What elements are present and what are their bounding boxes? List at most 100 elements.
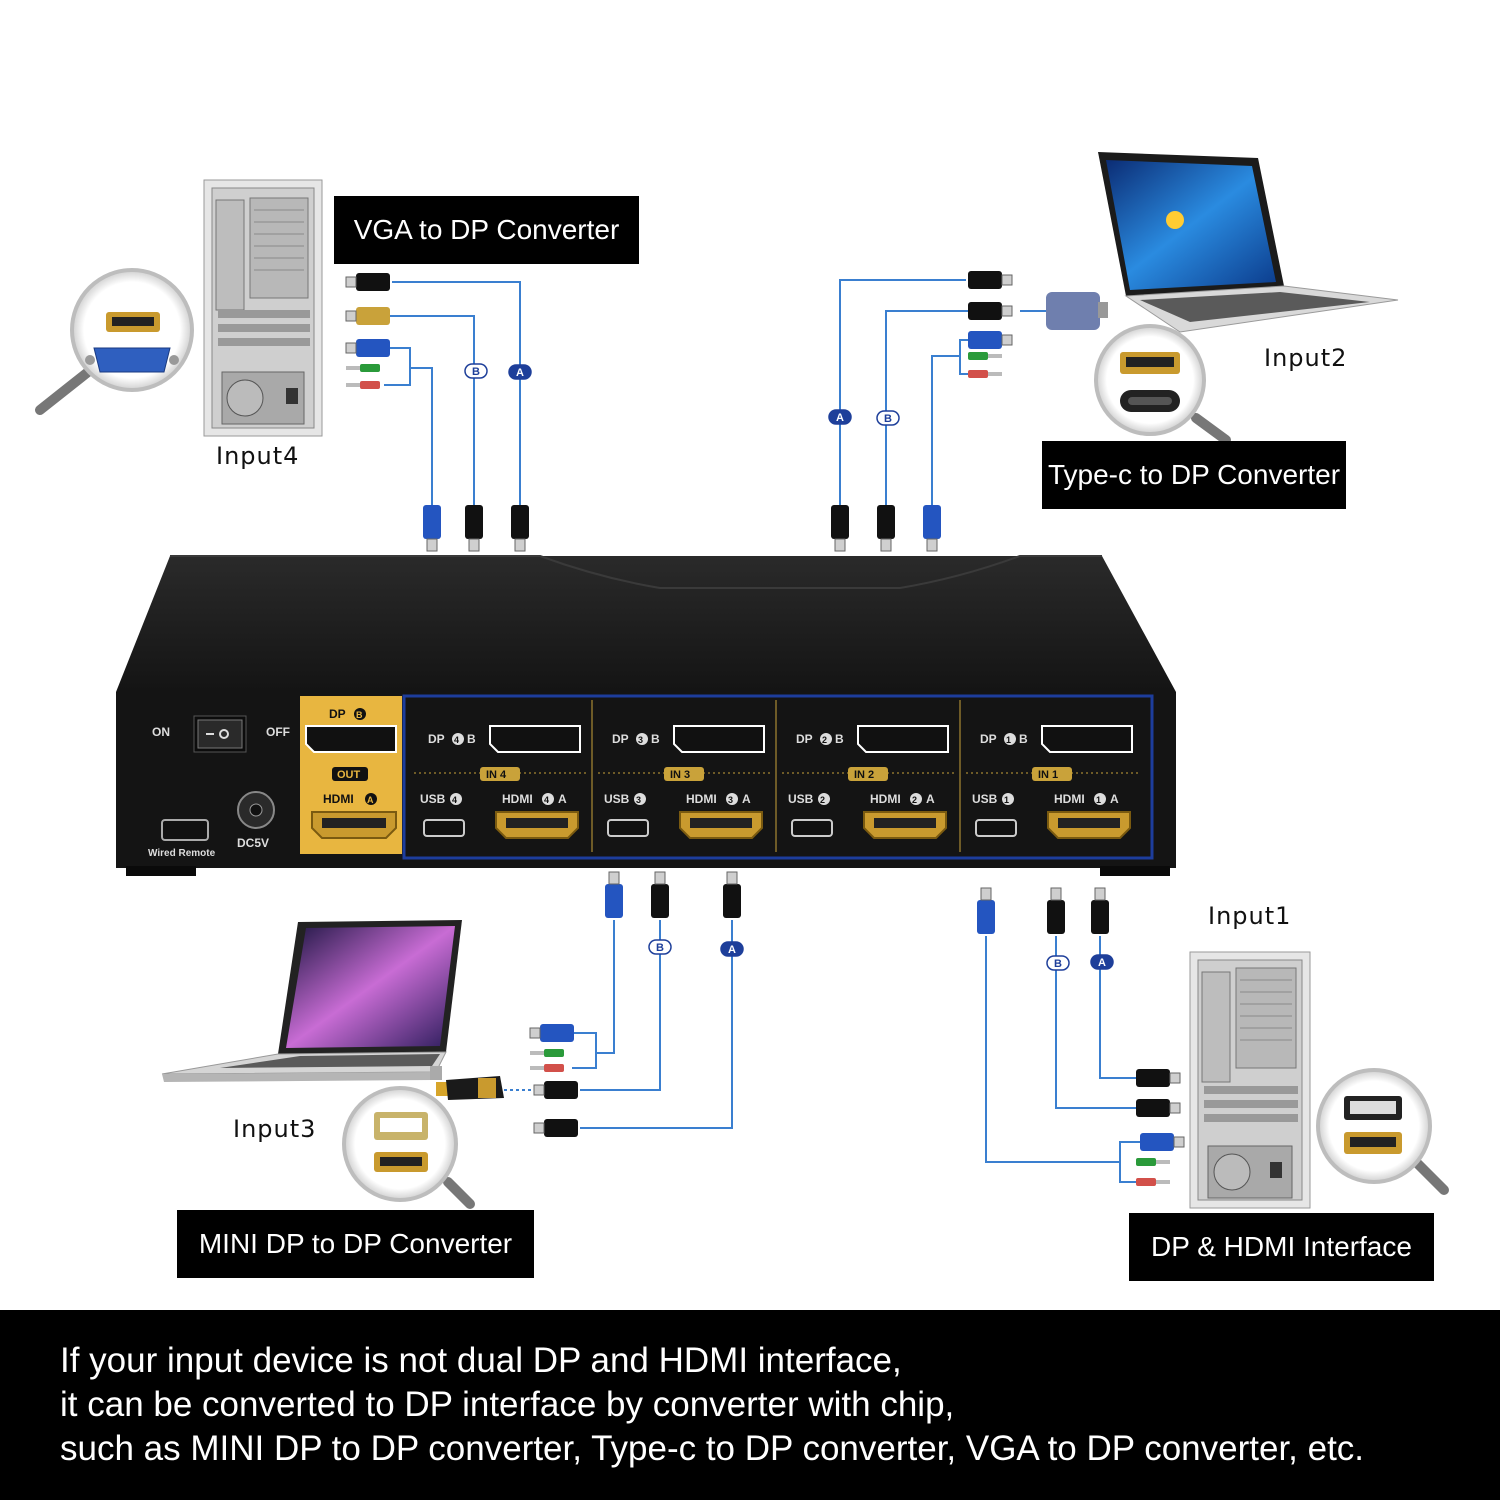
hdmi-src-input4 <box>345 273 390 291</box>
svg-text:B: B <box>884 413 892 425</box>
audio-green-input2 <box>968 352 1002 360</box>
dp-port-1 <box>1041 725 1133 753</box>
hdmi-src-input2 <box>968 271 1013 289</box>
svg-text:IN 1: IN 1 <box>1038 769 1058 781</box>
footer-line-2: it can be converted to DP interface by c… <box>60 1385 955 1424</box>
svg-text:A: A <box>558 792 567 806</box>
input1-label: Input1 <box>1208 902 1292 930</box>
audio-green-input1 <box>1136 1158 1170 1166</box>
tag-b-input3: B <box>648 939 672 955</box>
native-interface-label: DP & HDMI Interface <box>1129 1213 1434 1281</box>
tag-a-input4: A <box>508 364 532 380</box>
magnifier-input2 <box>1094 324 1231 445</box>
cable-tags: A B A B B A B A <box>464 363 1114 971</box>
magnifier-input1 <box>1316 1068 1449 1195</box>
svg-text:A: A <box>516 367 524 379</box>
dp-label-3: DP <box>612 732 629 746</box>
tag-a-input1: A <box>1090 954 1114 970</box>
usb-src-input3 <box>529 1024 574 1042</box>
dp-label-1: DP <box>980 732 997 746</box>
svg-text:1: 1 <box>1006 735 1011 745</box>
dc5v-label: DC5V <box>237 836 269 850</box>
usb-plug-input3 <box>605 871 623 918</box>
dp-label-2: DP <box>796 732 813 746</box>
svg-text:B: B <box>651 732 660 746</box>
svg-text:B: B <box>356 710 363 720</box>
in-badge-3 <box>664 767 704 781</box>
svg-text:1: 1 <box>1096 795 1101 805</box>
audio-red-input2 <box>968 370 1002 378</box>
svg-text:A: A <box>742 792 751 806</box>
svg-text:3: 3 <box>636 795 641 805</box>
out-hdmi-label: HDMI <box>323 792 354 806</box>
pc-tower-input1 <box>1189 951 1311 1209</box>
minidp-converter-label: MINI DP to DP Converter <box>177 1210 534 1278</box>
tag-a-input3: A <box>720 941 744 957</box>
typec-adapter <box>1046 292 1108 330</box>
usb-label-3: USB <box>604 792 630 806</box>
hdmi-src-input3 <box>533 1119 578 1137</box>
svg-text:3: 3 <box>728 795 733 805</box>
tag-a-input2: A <box>828 409 852 425</box>
footer-band <box>0 1310 1500 1500</box>
dp-plug-input3 <box>651 871 669 918</box>
usb-label-4: USB <box>420 792 446 806</box>
vga-adapter-input4 <box>345 307 390 325</box>
svg-text:2: 2 <box>912 795 917 805</box>
laptop-input3 <box>161 920 462 1082</box>
laptop-input2 <box>1098 152 1399 333</box>
usb-port-2 <box>791 819 833 837</box>
on-label: ON <box>152 725 170 739</box>
tag-b-input4: B <box>464 363 488 379</box>
audio-green-input4 <box>346 364 380 372</box>
hdmi-plug-input1 <box>1091 887 1109 934</box>
tag-b-input1: B <box>1046 955 1070 971</box>
typec-converter-label: Type-c to DP Converter <box>1042 441 1346 509</box>
wired-remote-label: Wired Remote <box>148 848 216 859</box>
svg-text:2: 2 <box>822 735 827 745</box>
kvm-switch: ON OFF Wired Remote DC5V DP B OUT HDMI A… <box>116 555 1176 876</box>
out-dp-label: DP <box>329 707 346 721</box>
usb-src-input4 <box>345 339 390 357</box>
dp-plug-input2 <box>877 505 895 552</box>
audio-green-input3 <box>530 1049 564 1057</box>
input4-label: Input4 <box>216 442 300 470</box>
svg-text:OUT: OUT <box>337 769 361 781</box>
in-badge-2 <box>848 767 888 781</box>
dp-src-input2 <box>968 302 1013 320</box>
audio-red-input1 <box>1136 1178 1170 1186</box>
wired-remote-port <box>161 819 209 841</box>
usb-plug-input2 <box>923 505 941 552</box>
usb-port-3 <box>607 819 649 837</box>
input3-label: Input3 <box>233 1115 317 1143</box>
svg-text:A: A <box>926 792 935 806</box>
audio-red-input3 <box>530 1064 564 1072</box>
svg-text:IN 3: IN 3 <box>670 769 690 781</box>
hdmi-label-1: HDMI <box>1054 792 1085 806</box>
hdmi-label-2: HDMI <box>870 792 901 806</box>
usb-plug-input4 <box>423 505 441 552</box>
usb-plug-input1 <box>977 887 995 934</box>
input2-label: Input2 <box>1264 344 1348 372</box>
svg-text:4: 4 <box>544 795 549 805</box>
power-switch <box>193 715 247 753</box>
hdmi-plug-input2 <box>831 505 849 552</box>
svg-text:B: B <box>1019 732 1028 746</box>
out-badge <box>332 767 368 781</box>
svg-text:B: B <box>472 366 480 378</box>
svg-text:4: 4 <box>452 795 457 805</box>
dp-port-3 <box>673 725 765 753</box>
in-badge-1 <box>1032 767 1072 781</box>
svg-text:B: B <box>656 942 664 954</box>
kvm-connection-diagram: ON OFF Wired Remote DC5V DP B OUT HDMI A… <box>35 152 1449 1209</box>
magnifier-input3 <box>342 1086 475 1209</box>
off-label: OFF <box>266 725 290 739</box>
usb-label-1: USB <box>972 792 998 806</box>
cable-plugs <box>345 271 1185 1186</box>
svg-text:B: B <box>835 732 844 746</box>
svg-text:A: A <box>836 412 844 424</box>
in-badge-4 <box>480 767 520 781</box>
hdmi-src-input1 <box>1136 1069 1181 1087</box>
